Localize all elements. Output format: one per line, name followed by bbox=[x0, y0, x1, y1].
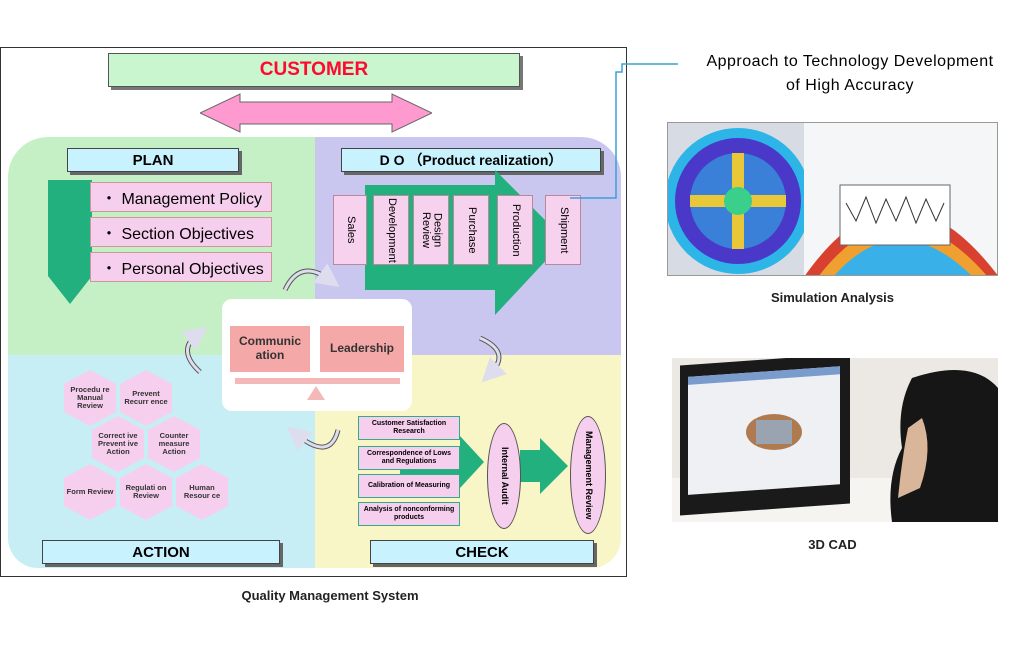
management-review-ellipse: Management Review bbox=[570, 416, 606, 534]
hex-corrective-preventive-action: Correct ive Prevent ive Action bbox=[92, 416, 144, 472]
plan-down-arrow bbox=[48, 180, 92, 304]
do-step-development: Development bbox=[373, 195, 409, 265]
hex-countermeasure-action: Counter measure Action bbox=[148, 416, 200, 472]
do-label: D O （Product realization） bbox=[341, 148, 601, 172]
technology-title-line2: of High Accuracy bbox=[785, 77, 915, 94]
do-step-design-review: Design Review bbox=[413, 195, 449, 265]
do-step-production: Production bbox=[497, 195, 533, 265]
simulation-render bbox=[668, 123, 997, 275]
hex-human-resource: Human Resour ce bbox=[176, 464, 228, 520]
do-step-sales: Sales bbox=[333, 195, 367, 265]
do-step-purchase: Purchase bbox=[453, 195, 489, 265]
cad-photo bbox=[672, 358, 998, 522]
cad-photo-render bbox=[672, 358, 998, 522]
cad-caption: 3D CAD bbox=[808, 537, 857, 552]
plan-label: PLAN bbox=[67, 148, 239, 172]
check-customer-satisfaction: Customer Satisfaction Research bbox=[358, 416, 460, 440]
qms-caption: Quality Management System bbox=[241, 588, 419, 603]
check-laws-regulations: Correspondence of Lows and Regulations bbox=[358, 446, 460, 470]
simulation-analysis-image bbox=[667, 122, 998, 276]
hex-procedure-manual-review: Procedu re Manual Review bbox=[64, 370, 116, 426]
hex-regulation-review: Regulati on Review bbox=[120, 464, 172, 520]
internal-audit-ellipse: Internal Audit bbox=[487, 423, 521, 529]
technology-title-line1: Approach to Technology Development bbox=[706, 53, 994, 70]
communication-box: Communic ation bbox=[230, 326, 310, 372]
hex-prevent-recurrence: Prevent Recurr ence bbox=[120, 370, 172, 426]
check-label: CHECK bbox=[370, 540, 594, 564]
balance-fulcrum bbox=[307, 386, 325, 400]
plan-item-personal-objectives: ・ Personal Objectives bbox=[90, 252, 272, 282]
simulation-caption: Simulation Analysis bbox=[770, 290, 895, 305]
do-step-shipment: Shipment bbox=[545, 195, 581, 265]
callout-connector bbox=[570, 63, 678, 199]
plan-item-management-policy: ・ Management Policy bbox=[90, 182, 272, 212]
plan-item-section-objectives: ・ Section Objectives bbox=[90, 217, 272, 247]
hex-form-review: Form Review bbox=[64, 464, 116, 520]
customer-box: CUSTOMER bbox=[108, 53, 520, 87]
action-label: ACTION bbox=[42, 540, 280, 564]
bidirectional-arrow bbox=[200, 93, 432, 133]
leadership-box: Leadership bbox=[320, 326, 404, 372]
check-nonconforming-analysis: Analysis of nonconforming products bbox=[358, 502, 460, 526]
balance-beam bbox=[235, 378, 400, 384]
check-calibration: Calibration of Measuring bbox=[358, 474, 460, 498]
technology-title: Approach to Technology Development of Hi… bbox=[680, 50, 1020, 98]
